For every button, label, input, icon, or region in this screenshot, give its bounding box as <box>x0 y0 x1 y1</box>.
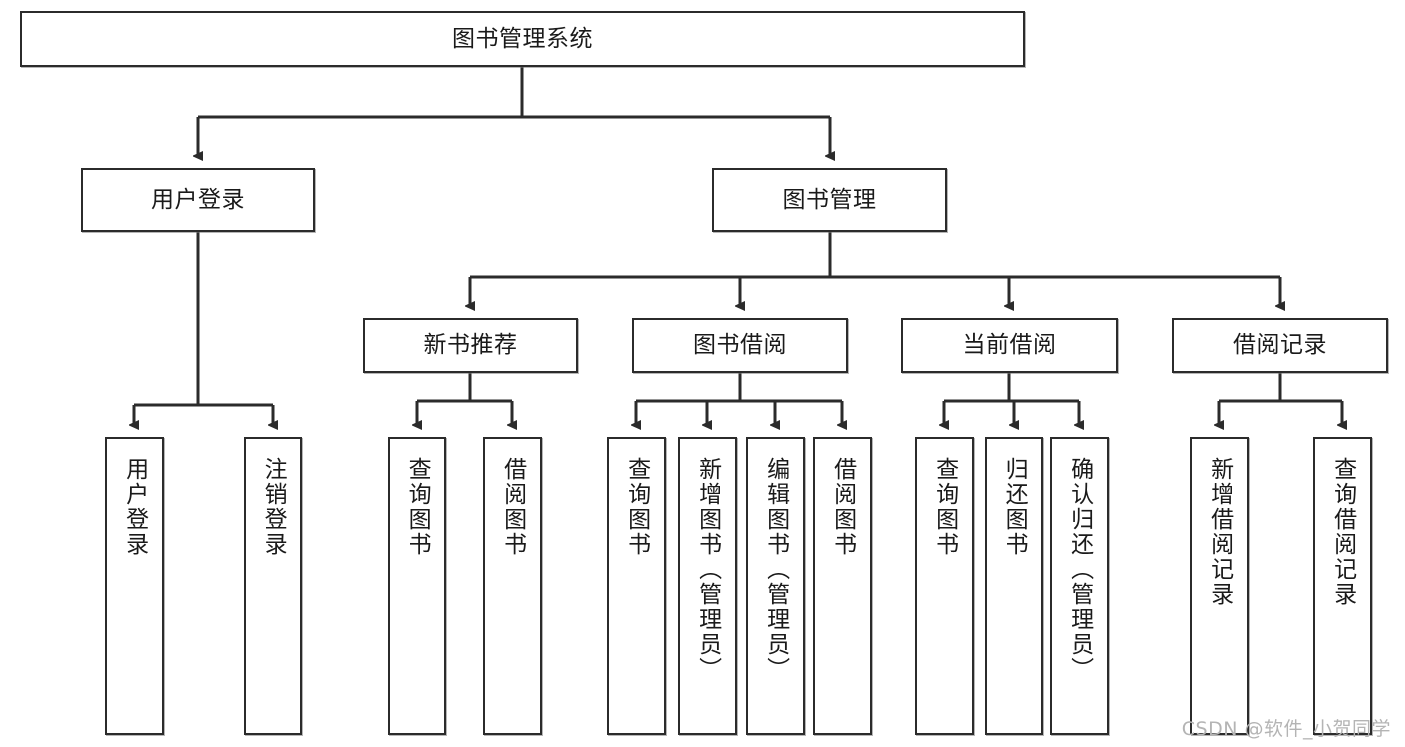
node-current-borrow-label: 当前借阅 <box>962 332 1057 359</box>
leaf-borrow-book-new[interactable]: 借阅图书 <box>483 437 542 735</box>
leaf-borrow-book-label: 借阅图书 <box>829 457 856 557</box>
leaf-user-login-label: 用户登录 <box>121 457 148 557</box>
node-new-book-recommend-label: 新书推荐 <box>423 332 518 359</box>
node-book-management-label: 图书管理 <box>782 186 877 213</box>
leaf-query-book-new[interactable]: 查询图书 <box>388 437 446 735</box>
leaf-add-book-admin-label: 新增图书（管理员） <box>694 457 721 682</box>
leaf-query-borrow-record-label: 查询借阅记录 <box>1329 457 1356 607</box>
leaf-query-book-new-label: 查询图书 <box>404 457 431 557</box>
node-user-login[interactable]: 用户登录 <box>81 168 315 232</box>
leaf-confirm-return-admin[interactable]: 确认归还（管理员） <box>1050 437 1109 735</box>
leaf-edit-book-admin-label: 编辑图书（管理员） <box>762 457 789 682</box>
node-book-management[interactable]: 图书管理 <box>712 168 947 232</box>
leaf-query-book-current[interactable]: 查询图书 <box>915 437 974 735</box>
leaf-borrow-book[interactable]: 借阅图书 <box>813 437 872 735</box>
node-new-book-recommend[interactable]: 新书推荐 <box>363 318 578 373</box>
node-current-borrow[interactable]: 当前借阅 <box>901 318 1118 373</box>
node-user-login-label: 用户登录 <box>151 186 245 213</box>
leaf-logout[interactable]: 注销登录 <box>244 437 302 735</box>
leaf-add-borrow-record-label: 新增借阅记录 <box>1206 457 1233 607</box>
leaf-return-book[interactable]: 归还图书 <box>985 437 1043 735</box>
leaf-edit-book-admin[interactable]: 编辑图书（管理员） <box>746 437 805 735</box>
leaf-query-book-borrow[interactable]: 查询图书 <box>607 437 666 735</box>
leaf-query-borrow-record[interactable]: 查询借阅记录 <box>1313 437 1372 735</box>
watermark: CSDN @软件_小贺同学 <box>1181 718 1391 740</box>
leaf-add-book-admin[interactable]: 新增图书（管理员） <box>678 437 737 735</box>
leaf-user-login[interactable]: 用户登录 <box>105 437 164 735</box>
node-book-borrow[interactable]: 图书借阅 <box>632 318 848 373</box>
node-borrow-records[interactable]: 借阅记录 <box>1172 318 1388 373</box>
leaf-query-book-current-label: 查询图书 <box>931 457 958 557</box>
node-root[interactable]: 图书管理系统 <box>20 11 1025 67</box>
leaf-add-borrow-record[interactable]: 新增借阅记录 <box>1190 437 1249 735</box>
node-borrow-records-label: 借阅记录 <box>1233 332 1327 359</box>
leaf-query-book-borrow-label: 查询图书 <box>623 457 650 557</box>
leaf-borrow-book-new-label: 借阅图书 <box>499 457 526 557</box>
leaf-return-book-label: 归还图书 <box>1001 457 1028 557</box>
leaf-logout-label: 注销登录 <box>260 457 287 557</box>
node-root-label: 图书管理系统 <box>452 25 593 52</box>
leaf-confirm-return-admin-label: 确认归还（管理员） <box>1066 457 1093 682</box>
node-book-borrow-label: 图书借阅 <box>693 332 787 359</box>
